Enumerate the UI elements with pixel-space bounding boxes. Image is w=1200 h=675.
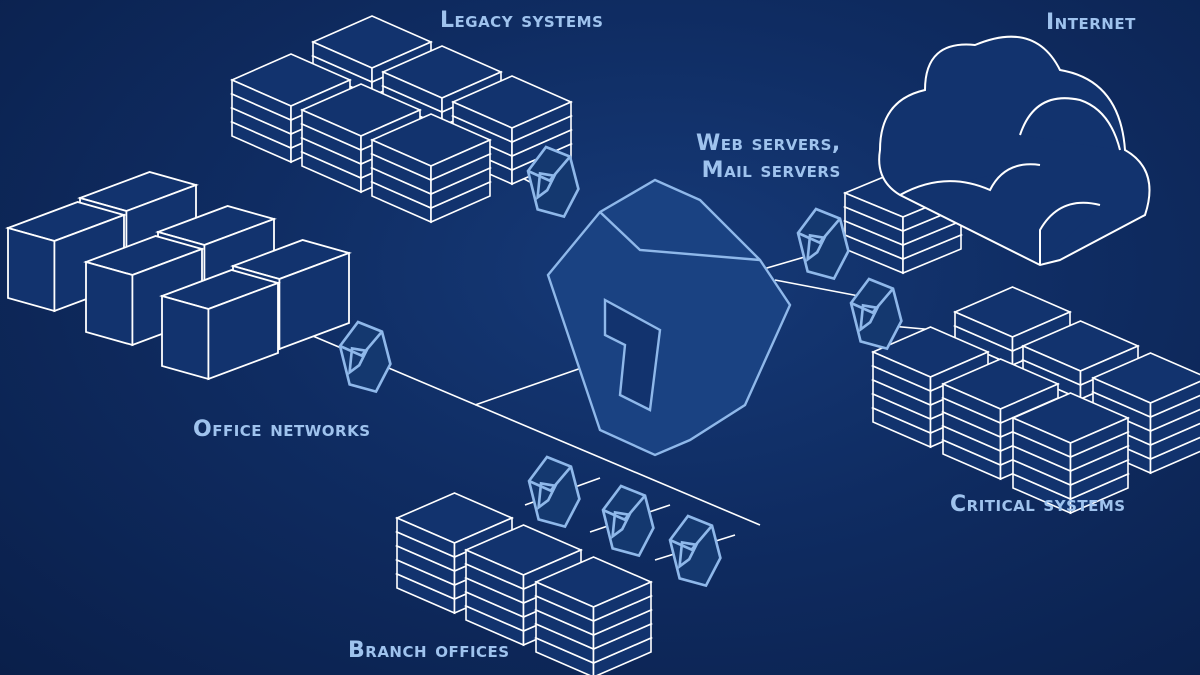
label-web-servers: Web servers, xyxy=(696,131,841,156)
cube-left xyxy=(85,260,134,347)
firewall-arrow xyxy=(535,171,557,201)
firewall-icon xyxy=(668,514,722,588)
firewall-edge xyxy=(669,524,714,552)
label-office-networks: Office networks xyxy=(193,417,371,442)
firewall-arrow xyxy=(858,303,880,333)
firewall-arrow xyxy=(677,540,699,570)
label-branch-offices: Branch offices xyxy=(348,638,510,663)
firewall-arrow xyxy=(805,233,827,263)
label-legacy-systems: Legacy systems xyxy=(440,8,604,33)
label-critical-systems: Critical systems xyxy=(950,492,1126,517)
firewall-icon xyxy=(526,145,580,219)
firewall-edge xyxy=(797,217,842,245)
cloud-icon xyxy=(878,35,1151,267)
firewall-arrow xyxy=(347,346,369,376)
slab-right xyxy=(1149,380,1200,419)
firewall-edge xyxy=(850,287,895,315)
gateway-body xyxy=(546,178,792,457)
label-web-mail-servers: Web servers, Mail servers xyxy=(696,130,841,184)
slab-right xyxy=(511,100,572,144)
firewall-body xyxy=(796,207,850,281)
server-rack-icon xyxy=(370,113,492,224)
firewall-icon xyxy=(849,277,903,351)
cloud-contour xyxy=(899,97,1121,265)
slab-right xyxy=(1069,416,1129,459)
gateway-edges xyxy=(599,211,761,262)
firewall-body xyxy=(526,145,580,219)
firewall-icon xyxy=(796,207,850,281)
legacy-systems-cluster xyxy=(230,15,573,224)
firewall-arrow xyxy=(610,510,632,540)
cube-left xyxy=(161,294,210,381)
firewall-body xyxy=(527,455,581,529)
firewall-body xyxy=(668,514,722,588)
slab-right xyxy=(592,580,652,623)
cube-right xyxy=(278,251,350,351)
connection-line xyxy=(474,364,591,406)
firewall-edge xyxy=(527,155,572,183)
firewall-icon xyxy=(527,455,581,529)
gateway-mark xyxy=(603,297,662,412)
label-mail-servers: Mail servers xyxy=(701,158,841,183)
server-rack-icon xyxy=(1010,392,1131,515)
branch-offices-cluster xyxy=(394,492,654,675)
cube-right xyxy=(207,281,279,381)
central-gateway-icon xyxy=(546,178,792,457)
firewall-edge xyxy=(528,465,573,493)
firewall-body xyxy=(849,277,903,351)
cube-icon xyxy=(159,269,281,381)
cube-left xyxy=(7,226,56,313)
firewall-edge xyxy=(602,494,647,522)
firewall-icon xyxy=(601,484,655,558)
firewall-icon xyxy=(338,320,392,394)
firewall-arrow xyxy=(536,481,558,511)
firewall-body xyxy=(338,320,392,394)
office-networks-cluster xyxy=(5,171,352,381)
firewall-edge xyxy=(339,330,384,358)
server-rack-icon xyxy=(533,556,654,675)
server-rack-icon xyxy=(1090,352,1200,475)
firewall-body xyxy=(601,484,655,558)
critical-systems-cluster xyxy=(870,286,1200,515)
slab-right xyxy=(430,138,491,182)
label-internet: Internet xyxy=(1046,10,1136,35)
